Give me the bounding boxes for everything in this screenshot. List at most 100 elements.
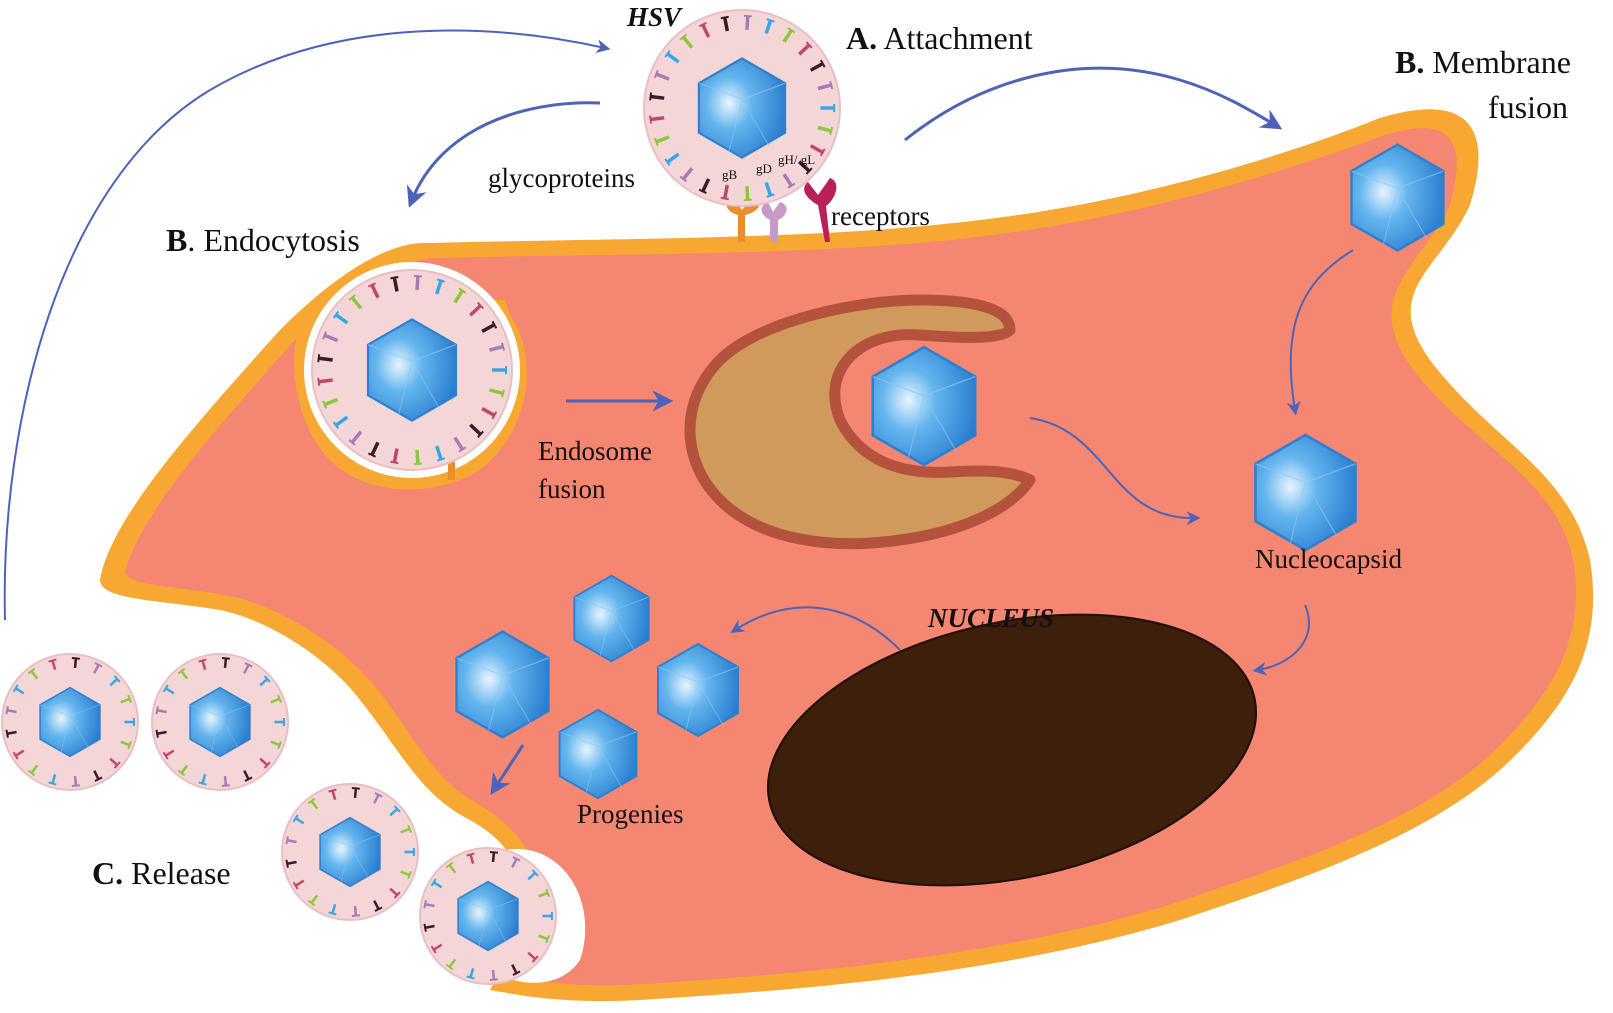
membrane-fusion-letter: B.: [1395, 44, 1425, 80]
glycoprotein-spike: [334, 415, 349, 427]
glycoprotein-spike-head: [819, 148, 826, 157]
glycoprotein-spike: [681, 167, 694, 181]
glycoprotein-spike: [432, 943, 443, 951]
glycoprotein-spike: [681, 35, 694, 49]
glycoprotein-spike-head: [407, 870, 412, 880]
release-letter: C.: [92, 855, 124, 891]
release-label: C. Release: [92, 857, 231, 889]
glycoprotein-spike: [392, 448, 399, 463]
glycoprotein-spike: [270, 740, 281, 747]
glycoprotein-spike-head: [545, 934, 550, 944]
glycoprotein-spike-head: [489, 978, 498, 982]
glycoprotein-spike-head: [698, 22, 707, 28]
glycoprotein-spike: [809, 144, 824, 154]
glycoprotein-spike: [318, 356, 333, 362]
glycoprotein-spike-head: [177, 667, 186, 675]
glycoprotein-spike: [30, 764, 39, 774]
glycoprotein-spike: [469, 854, 475, 865]
glycoprotein-spike: [415, 449, 420, 464]
glycoprotein-spike: [448, 864, 457, 874]
glycoprotein-spike: [491, 852, 496, 862]
glycoprotein-spike: [817, 125, 832, 133]
glycoprotein-spike: [331, 790, 337, 801]
release-text: Release: [131, 855, 231, 891]
glycoprotein-spike-head: [307, 797, 316, 805]
glycoprotein-spike: [809, 62, 824, 72]
glycoprotein-spike: [723, 17, 730, 32]
glycoprotein-spike: [294, 879, 305, 887]
glycoprotein-spike: [764, 19, 773, 34]
glycoprotein-spike: [6, 709, 17, 714]
receptor-gH-gL: [804, 178, 837, 242]
attachment-letter: A.: [846, 20, 878, 56]
glycoprotein-spike-head: [292, 814, 299, 823]
glycoprotein-spike-head: [477, 302, 484, 310]
glycoprotein-spike-head: [430, 945, 437, 954]
glycoprotein-spike: [201, 660, 207, 671]
glycoprotein-spike-head: [407, 824, 412, 834]
glycoprotein-spike: [310, 894, 319, 904]
glycoprotein-spike: [353, 788, 358, 798]
glycoprotein-spike-head: [322, 400, 328, 409]
glycoprotein-spike: [51, 773, 57, 784]
glycoprotein-spike: [109, 757, 119, 766]
glycoprotein-spike: [453, 436, 464, 451]
glycoprotein-spike: [527, 872, 537, 881]
glycoprotein-spike: [286, 839, 297, 844]
glycoprotein-spike-head: [177, 769, 186, 777]
glycoprotein-spike: [432, 881, 443, 889]
arrow-nucleus-to-progenies: [730, 606, 901, 651]
glycoprotein-spike: [373, 900, 380, 910]
glycoprotein-spike: [370, 441, 380, 456]
glycoprotein-spike: [797, 43, 811, 56]
glycoprotein-spike: [655, 135, 670, 144]
glycoprotein-spike: [666, 52, 680, 64]
glycoprotein-spike: [650, 94, 665, 100]
glycoprotein-spike-head: [489, 850, 498, 854]
glycoprotein-spike-head: [653, 137, 659, 146]
progenies-label: Progenies: [577, 799, 684, 829]
glycoprotein-spike: [180, 670, 189, 680]
gB-label: gB: [722, 167, 738, 182]
glycoprotein-spike: [392, 277, 399, 292]
glycoprotein-spike-head: [221, 656, 230, 660]
glycoprotein-spike: [164, 687, 175, 695]
glycoprotein-spike: [389, 808, 399, 817]
receptor-gD: [761, 202, 787, 242]
glycoprotein-spike-head: [531, 955, 539, 963]
glycoprotein-spike-head: [351, 914, 360, 918]
glycoprotein-spike: [424, 924, 435, 929]
endocytosis-text: . Endocytosis: [187, 222, 360, 258]
glycoprotein-spike-head: [155, 729, 159, 738]
glycoprotein-spike: [481, 323, 496, 333]
glycoprotein-spike-head: [244, 662, 253, 668]
glycoprotein-spike-head: [766, 193, 775, 198]
glycoprotein-spike: [424, 903, 435, 908]
glycoprotein-spike-head: [328, 911, 337, 916]
glycoprotein-spike-head: [653, 70, 659, 79]
glycoprotein-spike-head: [113, 761, 121, 769]
glycoprotein-spike: [73, 658, 78, 668]
glycoprotein-spike-head: [127, 694, 132, 704]
glycoprotein-spike: [120, 740, 131, 747]
glycoprotein-spike-head: [445, 963, 454, 971]
glycoprotein-spike-head: [5, 706, 9, 715]
glycoprotein-spike: [350, 296, 363, 310]
glycoprotein-spike: [453, 289, 464, 304]
glycoprotein-spike-head: [512, 856, 521, 862]
glycoprotein-spike: [782, 173, 793, 187]
glycoprotein-spike-head: [491, 320, 498, 329]
glycoprotein-spike-head: [48, 658, 57, 663]
membrane-fusion-text-1: Membrane: [1432, 44, 1571, 80]
virion-release-3: [281, 783, 419, 921]
glycoprotein-spike-head: [244, 776, 253, 782]
glycoprotein-spike: [481, 407, 496, 417]
glycoprotein-spike-head: [805, 41, 813, 49]
glycoprotein-spike: [373, 794, 380, 804]
virion-release-2: [151, 653, 289, 791]
glycoprotein-spike: [243, 664, 250, 674]
arrows: [3, 29, 1354, 796]
glycoprotein-spike-head: [328, 788, 337, 793]
glycoprotein-spike: [14, 749, 25, 757]
glycoprotein-spike: [400, 827, 411, 834]
